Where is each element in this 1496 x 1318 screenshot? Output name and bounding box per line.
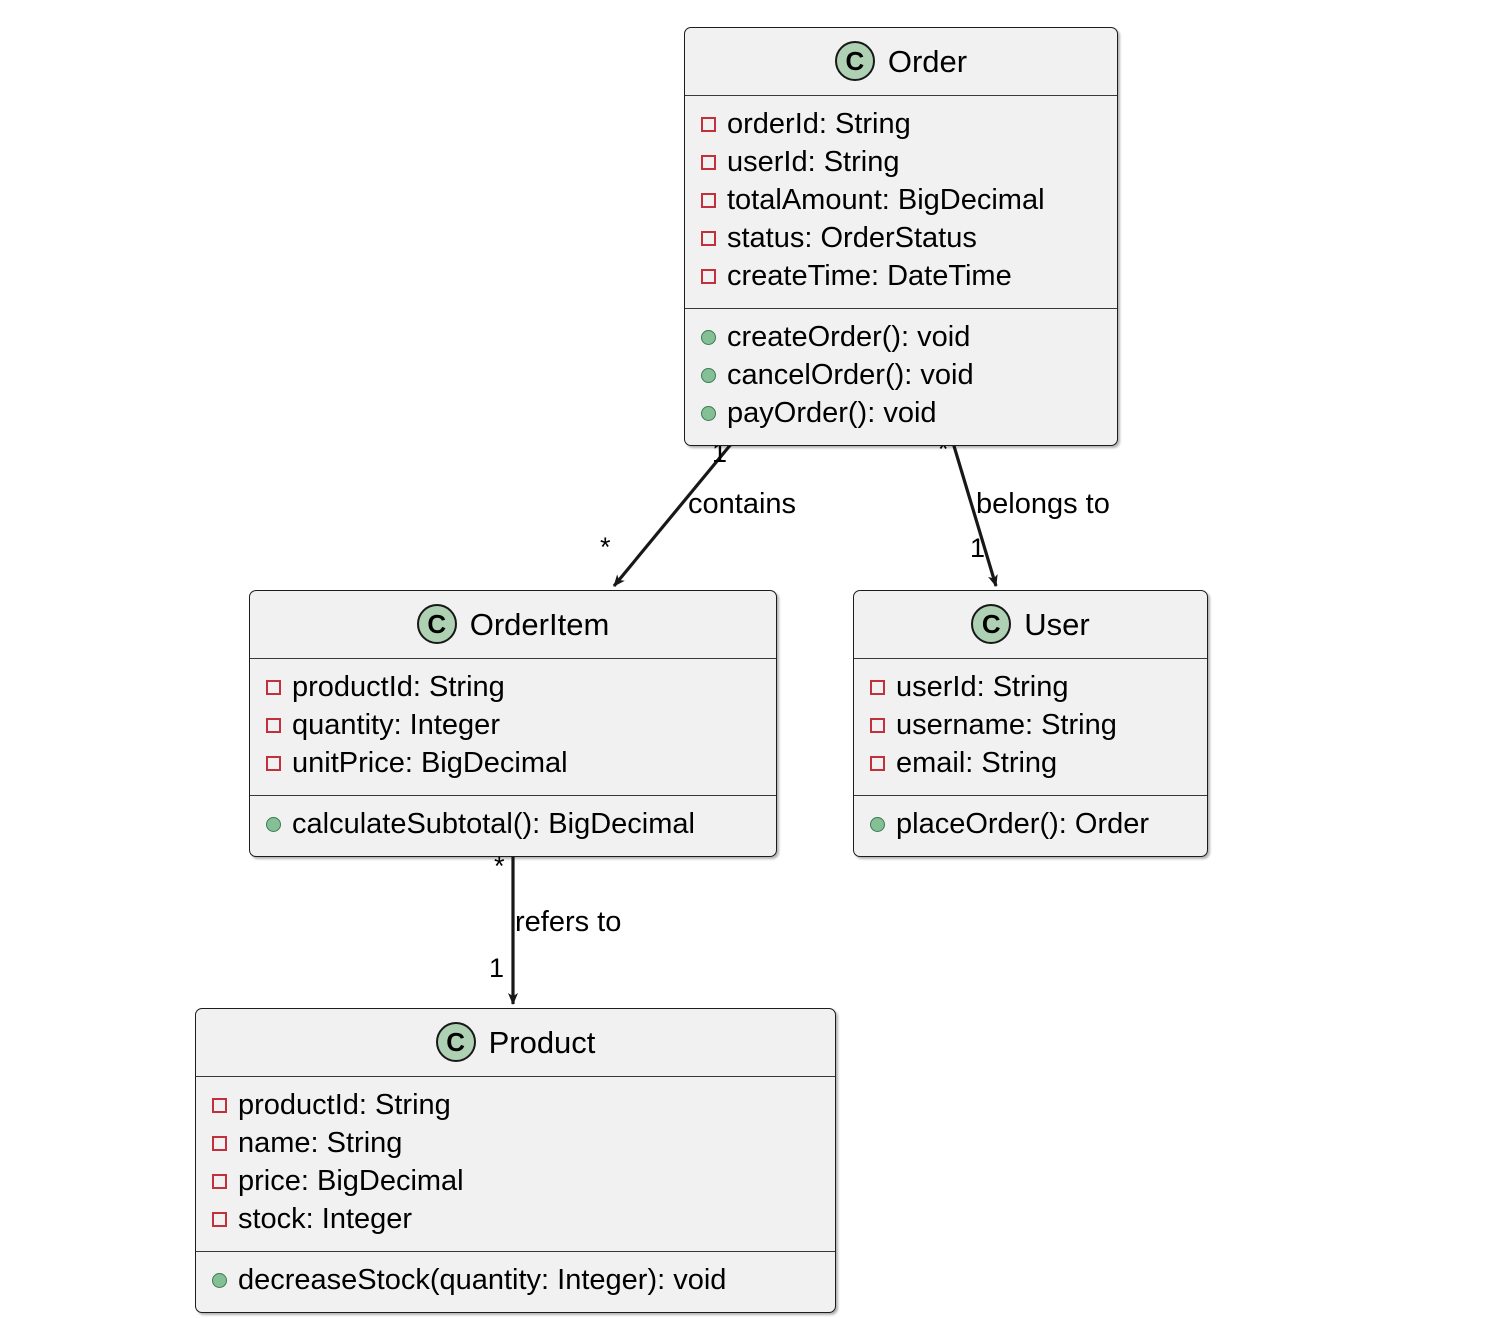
method-marker-icon [701, 406, 716, 422]
field-marker-icon [266, 680, 281, 696]
class-fields-product: productId: String name: String price: Bi… [196, 1077, 835, 1251]
method-row: createOrder(): void [701, 319, 1101, 357]
multiplicity-refers-to-target: 1 [489, 953, 505, 983]
field-row: productId: String [212, 1087, 819, 1125]
field-row: stock: Integer [212, 1201, 819, 1239]
field-marker-icon [212, 1098, 227, 1114]
class-methods-product: decreaseStock(quantity: Integer): void [196, 1250, 835, 1312]
multiplicity-contains-source: 1 [712, 438, 728, 468]
multiplicity-contains-target: * [600, 532, 611, 562]
field-marker-icon [212, 1174, 227, 1190]
field-row: quantity: Integer [266, 707, 760, 745]
method-marker-icon [870, 817, 885, 833]
field-text: orderId: String [727, 108, 911, 140]
field-marker-icon [266, 756, 281, 772]
field-text: productId: String [292, 671, 505, 703]
field-text: username: String [896, 708, 1117, 741]
class-methods-order: createOrder(): void cancelOrder(): void … [685, 307, 1117, 445]
field-marker-icon [870, 718, 885, 734]
class-box-product[interactable]: C Product productId: String name: String… [195, 1008, 836, 1313]
field-row: unitPrice: BigDecimal [266, 745, 760, 783]
field-row: totalAmount: BigDecimal [701, 182, 1101, 220]
class-stereotype-icon: C [971, 604, 1012, 644]
field-marker-icon [701, 117, 716, 133]
multiplicity-belongs-to-target: 1 [970, 533, 986, 563]
field-row: userId: String [701, 144, 1101, 182]
field-text: productId: String [238, 1089, 451, 1121]
method-text: cancelOrder(): void [727, 358, 974, 391]
field-marker-icon [701, 155, 716, 171]
field-text: totalAmount: BigDecimal [727, 183, 1045, 216]
field-row: email: String [870, 745, 1191, 783]
field-marker-icon [701, 193, 716, 209]
field-row: orderId: String [701, 106, 1101, 144]
method-text: createOrder(): void [727, 320, 971, 353]
class-header-orderitem: C OrderItem [250, 591, 776, 659]
field-row: userId: String [870, 669, 1191, 707]
class-header-order: C Order [685, 28, 1117, 96]
class-title-user: User [1024, 606, 1090, 642]
method-marker-icon [701, 368, 716, 384]
method-text: decreaseStock(quantity: Integer): void [238, 1263, 727, 1296]
edge-label-belongs-to: belongs to [976, 488, 1110, 520]
field-row: price: BigDecimal [212, 1163, 819, 1201]
class-box-order[interactable]: C Order orderId: String userId: String t… [684, 27, 1118, 446]
field-row: productId: String [266, 669, 760, 707]
class-stereotype-icon: C [834, 41, 875, 81]
field-marker-icon [870, 756, 885, 772]
field-row: status: OrderStatus [701, 220, 1101, 258]
field-marker-icon [266, 718, 281, 734]
field-marker-icon [212, 1136, 227, 1152]
class-fields-order: orderId: String userId: String totalAmou… [685, 96, 1117, 308]
class-header-product: C Product [196, 1009, 835, 1077]
field-text: userId: String [727, 145, 900, 178]
field-row: name: String [212, 1125, 819, 1163]
method-row: cancelOrder(): void [701, 357, 1101, 395]
class-header-user: C User [854, 591, 1207, 659]
field-text: createTime: DateTime [727, 259, 1012, 292]
method-text: placeOrder(): Order [896, 807, 1150, 840]
field-text: stock: Integer [238, 1202, 413, 1235]
class-title-order: Order [887, 43, 968, 79]
field-marker-icon [212, 1212, 227, 1228]
method-row: calculateSubtotal(): BigDecimal [266, 806, 760, 844]
method-row: payOrder(): void [701, 395, 1101, 433]
class-box-orderitem[interactable]: C OrderItem productId: String quantity: … [249, 590, 777, 857]
field-marker-icon [701, 269, 716, 285]
method-marker-icon [701, 330, 716, 346]
class-fields-orderitem: productId: String quantity: Integer unit… [250, 659, 776, 795]
method-row: decreaseStock(quantity: Integer): void [212, 1262, 819, 1300]
edge-label-refers-to: refers to [515, 906, 622, 938]
class-stereotype-icon: C [416, 604, 457, 644]
method-text: calculateSubtotal(): BigDecimal [292, 807, 695, 840]
field-text: name: String [238, 1126, 403, 1159]
method-row: placeOrder(): Order [870, 806, 1191, 844]
method-marker-icon [212, 1273, 227, 1289]
field-text: price: BigDecimal [238, 1164, 464, 1197]
field-row: createTime: DateTime [701, 258, 1101, 296]
class-title-product: Product [488, 1024, 596, 1060]
method-text: payOrder(): void [727, 396, 937, 429]
class-stereotype-icon: C [435, 1022, 476, 1062]
edge-label-contains: contains [688, 488, 797, 520]
class-methods-orderitem: calculateSubtotal(): BigDecimal [250, 794, 776, 856]
field-text: email: String [896, 746, 1058, 779]
field-marker-icon [701, 231, 716, 247]
class-fields-user: userId: String username: String email: S… [854, 659, 1207, 795]
class-box-user[interactable]: C User userId: String username: String e… [853, 590, 1208, 857]
multiplicity-belongs-to-source: * [938, 434, 949, 464]
class-methods-user: placeOrder(): Order [854, 794, 1207, 856]
field-row: username: String [870, 707, 1191, 745]
class-title-orderitem: OrderItem [469, 606, 610, 642]
multiplicity-refers-to-source: * [494, 851, 505, 881]
field-marker-icon [870, 680, 885, 696]
field-text: quantity: Integer [292, 708, 500, 741]
field-text: status: OrderStatus [727, 221, 977, 254]
method-marker-icon [266, 817, 281, 833]
field-text: unitPrice: BigDecimal [292, 746, 568, 779]
field-text: userId: String [896, 671, 1069, 703]
